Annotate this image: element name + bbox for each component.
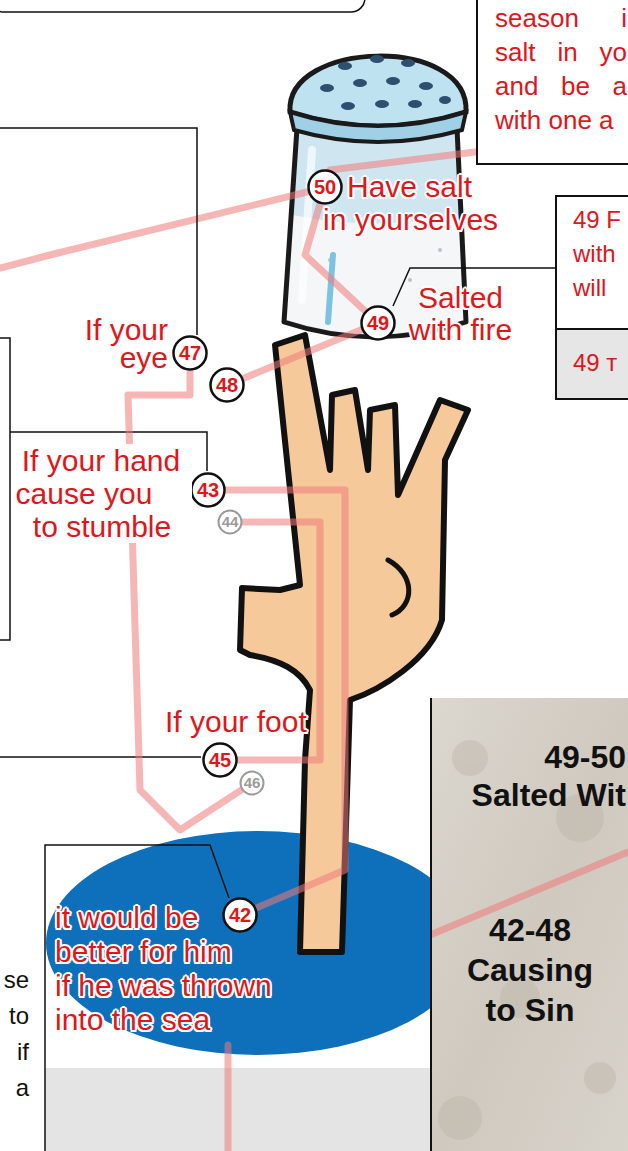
box-text: season i salt in yo and be a with one a: [495, 1, 627, 137]
glass-highlight: [328, 255, 333, 322]
shaker-holes: [375, 100, 389, 108]
partial-box: [0, 0, 365, 12]
shaker-rim: [290, 112, 466, 142]
shaker-holes: [338, 62, 352, 70]
shaker-holes: [386, 77, 400, 85]
box-text: 49 т: [573, 346, 628, 380]
panel-border: [430, 698, 432, 1151]
callout-number: 46: [239, 770, 265, 796]
translation-box: 49 F with will: [555, 195, 628, 330]
panel-ground: [430, 698, 628, 1151]
callout-label: If your hand cause you to stumble: [12, 444, 192, 543]
panel-texture: [438, 1096, 482, 1140]
callout-number: 50: [307, 169, 343, 205]
callout-number: 49: [360, 305, 396, 341]
callout-label: If your foot: [165, 705, 325, 738]
shaker-holes: [408, 100, 422, 108]
wrap-spacer: [156, 477, 192, 510]
verse-number-circle: 49: [360, 305, 396, 341]
section-panel: 49-50 Salted Wit 42-48 Causing to Sin: [430, 698, 628, 1151]
callout-number: 45: [202, 742, 238, 778]
panel-texture: [452, 740, 488, 776]
route-line: [330, 152, 475, 170]
wrap-spacer: [323, 170, 347, 203]
callout-label: se to if a: [2, 962, 29, 1106]
callout-label: Salted with fire: [398, 282, 523, 346]
shaker-holes: [370, 55, 384, 63]
wrap-spacer: [225, 901, 305, 935]
callout-label: If your eye: [70, 316, 168, 372]
ground-band: [45, 1068, 435, 1151]
sea-ellipse: [46, 831, 470, 1055]
verse-route-line: [128, 371, 241, 830]
route-line: [0, 192, 307, 268]
callout-number: 44: [217, 509, 243, 535]
minor-verse-circle: 44: [217, 509, 243, 535]
route-line: [0, 152, 475, 1151]
verse-number-circle: 45: [202, 742, 238, 778]
callout-number: 48: [209, 367, 245, 403]
callout-label: it would be better for him if he was thr…: [55, 901, 305, 1037]
wrap-spacer: [240, 935, 305, 969]
minor-verse-circle: 46: [239, 770, 265, 796]
route-line: [225, 1045, 232, 1151]
callout-number: 43: [190, 472, 226, 508]
callout-label: Have salt in yourselves: [323, 170, 513, 236]
leader-line: [0, 128, 197, 335]
verse-number-circle: 50: [307, 169, 343, 205]
callout-number: 42: [222, 897, 258, 933]
shaker-holes: [439, 96, 451, 104]
verse-number-circle: 42: [222, 897, 258, 933]
leader-line: [0, 756, 201, 758]
thumb-crease: [388, 560, 409, 615]
box-text-secondary: 42-48 Causing to Sin: [455, 910, 605, 1030]
panel-texture: [584, 1062, 616, 1094]
shaker-holes: [419, 82, 433, 90]
verse-number-circle: 43: [190, 472, 226, 508]
verse-route-line: [244, 330, 362, 378]
wrap-spacer: [493, 170, 513, 203]
verse-text-box: season i salt in yo and be a with one a: [476, 0, 628, 165]
verse-route-line: [226, 490, 345, 908]
shaker-holes: [401, 59, 415, 67]
verse-number-circle: 47: [172, 335, 208, 371]
verse-number-circle: 48: [209, 367, 245, 403]
box-text: 49 F with will: [573, 203, 627, 305]
callout-number: 47: [172, 335, 208, 371]
shaker-lid: [290, 56, 466, 126]
salt-grain: [408, 278, 412, 282]
shaker-holes: [341, 102, 355, 110]
box-text: 49-50 Salted Wit: [450, 738, 626, 814]
shaker-holes: [353, 79, 367, 87]
wrap-spacer: [190, 444, 192, 477]
translation-band: 49 т: [555, 330, 628, 400]
shaker-holes: [320, 84, 334, 92]
shaker-holes: [320, 55, 451, 110]
partial-box: [0, 338, 10, 640]
salt-grain: [438, 248, 442, 252]
